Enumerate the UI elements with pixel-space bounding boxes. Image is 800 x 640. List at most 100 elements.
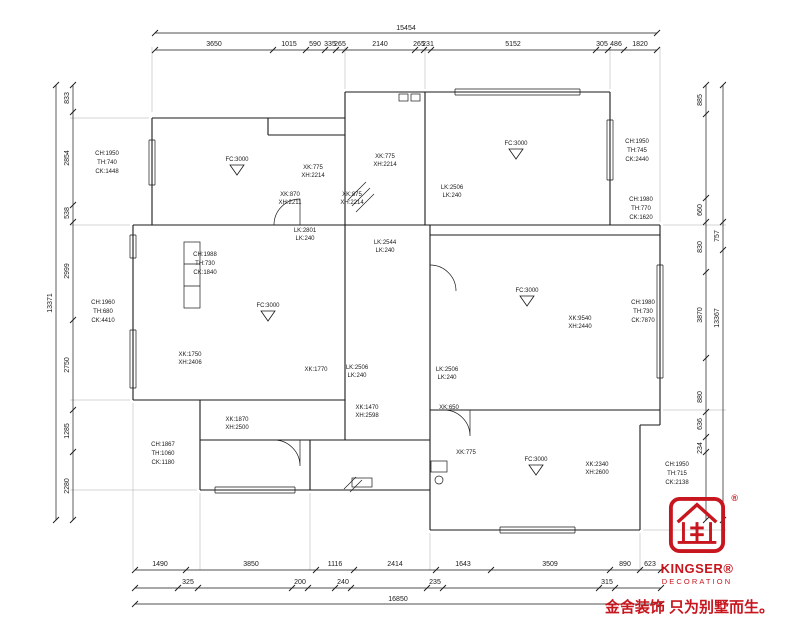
dimension-label: 2280 — [64, 478, 71, 494]
dimension-label: 757 — [714, 230, 721, 242]
elevation-triangle-icon — [260, 310, 276, 322]
dimension-label: 3509 — [542, 561, 558, 568]
wardrobe-shelves — [184, 263, 200, 287]
window-spec-label: CK:1180 — [152, 460, 176, 466]
window-spec-label: CH:1960 — [91, 300, 115, 306]
window-spec-label: TH:715 — [667, 471, 687, 477]
lintel-size-label: LK:240 — [347, 373, 367, 379]
dimension-total-label: 13367 — [714, 308, 721, 328]
opening-size-label: XH:2440 — [568, 324, 592, 330]
dimension-label: 305 — [596, 41, 608, 48]
window-spec-label: CK:2440 — [625, 157, 649, 163]
lintel-size-label: LK:2801 — [294, 228, 317, 234]
window-spec-label: CK:1840 — [193, 270, 217, 276]
window-spec-label: CK:1448 — [95, 169, 119, 175]
opening-size-label: XK:1470 — [355, 405, 379, 411]
dimension-total-label: 16850 — [388, 596, 408, 603]
dimension-label: 3850 — [243, 561, 259, 568]
opening-size-label: XK:875 — [342, 192, 362, 198]
window-spec-label: TH:1060 — [151, 451, 175, 457]
window-spec-label: CK:2138 — [665, 480, 689, 486]
dimension-label: 623 — [644, 561, 656, 568]
opening-size-label: XK:775 — [375, 154, 395, 160]
dimension-label: 231 — [422, 41, 434, 48]
stair-hatch — [343, 181, 375, 493]
dimension-label: 1643 — [455, 561, 471, 568]
floor-elevation-label: FC:3000 — [515, 288, 539, 294]
window-spec-label: TH:680 — [93, 309, 113, 315]
opening-size-label: XK:870 — [280, 192, 300, 198]
dimension-label: 1820 — [632, 41, 648, 48]
windows — [129, 88, 664, 534]
opening-size-label: XK:1770 — [304, 367, 328, 373]
opening-size-label: XH:2214 — [340, 200, 364, 206]
dimension-label: 335 — [324, 41, 336, 48]
dimension-label: 1490 — [152, 561, 168, 568]
opening-size-label: XK:1750 — [178, 352, 202, 358]
dimension-label: 200 — [294, 579, 306, 586]
window-spec-label: CK:4410 — [91, 318, 115, 324]
dimension-label: 2750 — [64, 357, 71, 373]
dimension-label: 5152 — [505, 41, 521, 48]
lintel-size-label: LK:2506 — [441, 185, 464, 191]
opening-size-label: XK:650 — [439, 405, 459, 411]
window-spec-label: CK:1620 — [629, 215, 653, 221]
dimension-label: 325 — [182, 579, 194, 586]
lintel-size-label: LK:240 — [295, 236, 315, 242]
window-spec-label: CH:1950 — [665, 462, 689, 468]
opening-size-label: XH:2600 — [585, 470, 609, 476]
dimension-label: 235 — [429, 579, 441, 586]
opening-size-label: XH:2214 — [301, 173, 325, 179]
dimension-label: 1116 — [328, 561, 343, 568]
wardrobe — [183, 241, 201, 309]
dimension-label: 3650 — [206, 41, 222, 48]
opening-size-label: XK:1870 — [225, 417, 249, 423]
opening-size-label: XK:775 — [303, 165, 323, 171]
walls — [132, 91, 661, 531]
seal-wrap: ® — [667, 493, 738, 554]
window-spec-label: CH:1867 — [151, 442, 175, 448]
toilet-fixture — [430, 460, 448, 473]
floor-elevation-label: FC:3000 — [256, 303, 280, 309]
lintel-size-label: LK:2506 — [346, 365, 369, 371]
dimension-label: 486 — [610, 41, 622, 48]
opening-size-label: XH:2500 — [225, 425, 249, 431]
window-spec-label: TH:730 — [633, 309, 653, 315]
brand-name: KINGSER® — [660, 561, 734, 576]
dimension-label: 2854 — [64, 150, 71, 166]
floor-elevation-markers — [229, 148, 544, 476]
opening-size-label: XH:2406 — [178, 360, 202, 366]
dimension-label: 885 — [697, 94, 704, 106]
brand-block: ® KINGSER® DECORATION — [656, 493, 738, 586]
window-spec-label: CH:1950 — [95, 151, 119, 157]
dimension-label: 880 — [697, 391, 704, 403]
brand-subtitle: DECORATION — [661, 577, 733, 586]
window-spec-label: CH:1988 — [193, 252, 217, 258]
footer-tagline: 金舍装饰 只为别墅而生。 — [604, 599, 774, 616]
dimension-label: 3870 — [697, 307, 704, 323]
opening-size-label: XH:2598 — [355, 413, 379, 419]
kingser-house-seal-icon — [668, 496, 726, 554]
dimension-label: 1285 — [64, 423, 71, 439]
opening-size-label: XK:9540 — [568, 316, 592, 322]
dimension-total-label: 13371 — [47, 293, 54, 313]
doors — [273, 198, 471, 467]
dimension-label: 830 — [697, 241, 704, 253]
lintel-size-label: LK:240 — [375, 248, 395, 254]
dimension-label: 2140 — [372, 41, 388, 48]
floor-elevation-label: FC:3000 — [504, 141, 528, 147]
window-spec-label: TH:745 — [627, 148, 647, 154]
dimension-ticks — [52, 29, 727, 608]
window-spec-label: CH:1980 — [631, 300, 655, 306]
dimension-label: 234 — [697, 442, 704, 454]
dimension-label: 265 — [413, 41, 425, 48]
opening-size-label: XH:2211 — [279, 200, 303, 206]
opening-size-label: XK:2340 — [585, 462, 609, 468]
vent-fixture — [410, 93, 421, 102]
dimension-label: 2999 — [64, 263, 71, 279]
window-spec-label: CH:1950 — [625, 139, 649, 145]
dimension-label: 590 — [309, 41, 321, 48]
toilet-fixture — [434, 475, 444, 485]
